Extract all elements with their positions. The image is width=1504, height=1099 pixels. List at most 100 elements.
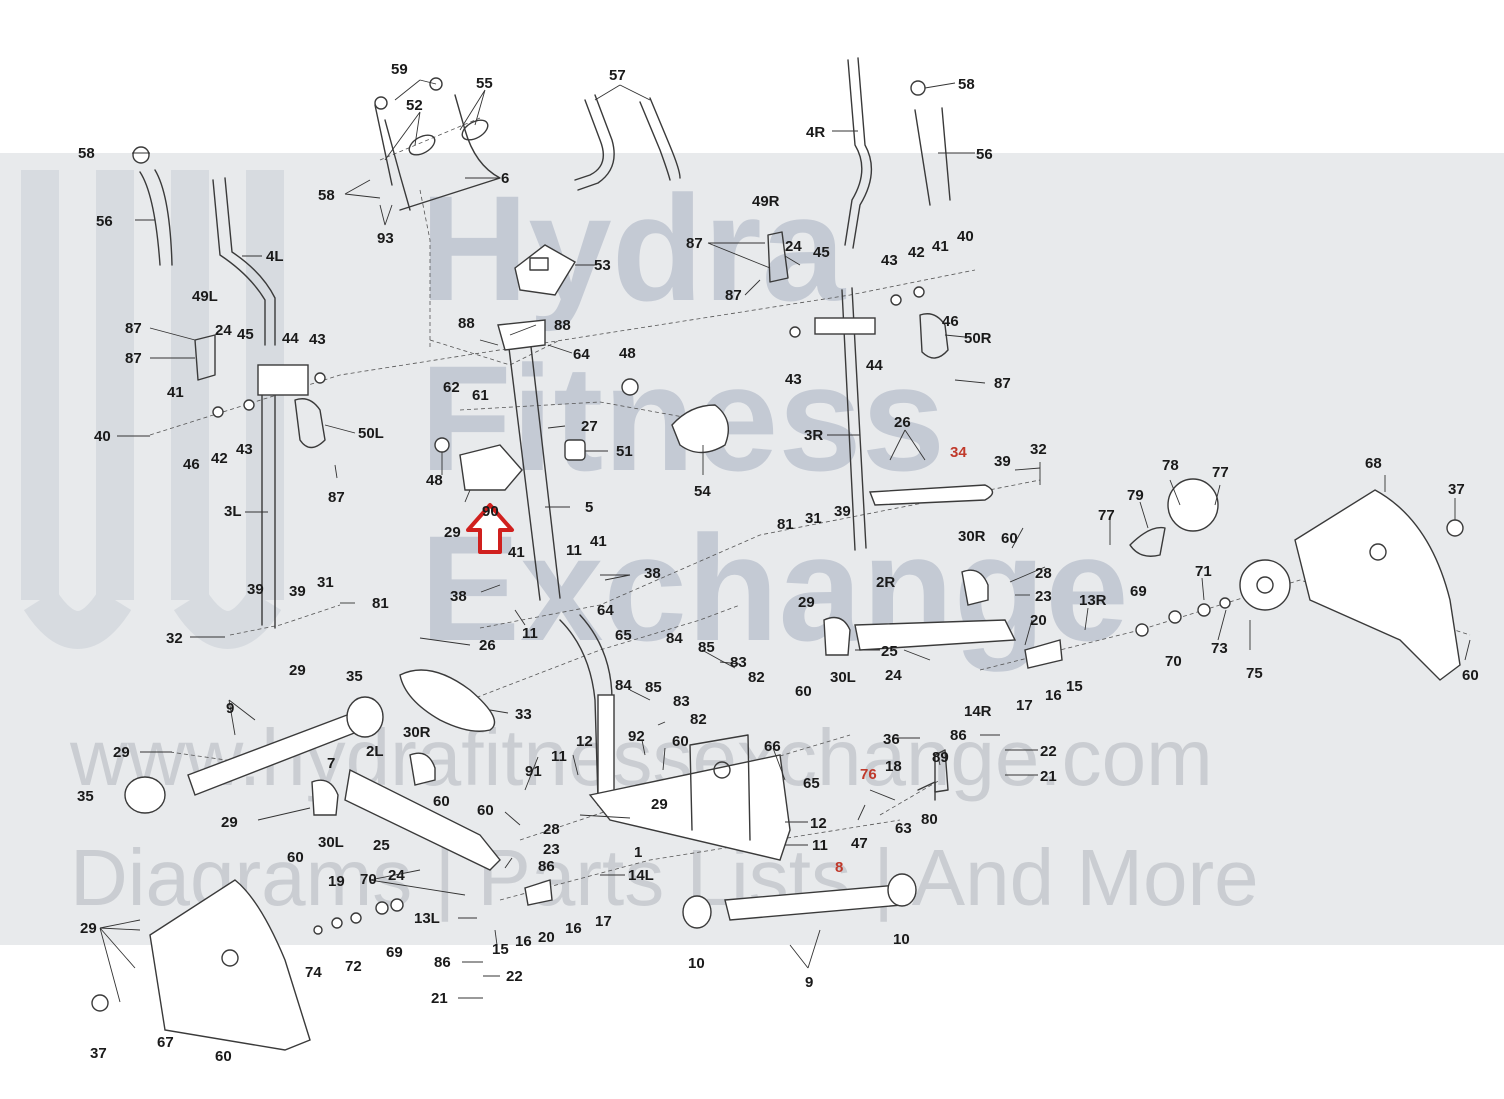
label-58: 58 xyxy=(318,187,335,204)
label-20: 20 xyxy=(1030,612,1047,629)
label-48: 48 xyxy=(426,472,443,489)
label-56: 56 xyxy=(976,146,993,163)
label-70: 70 xyxy=(360,871,377,888)
label-32: 32 xyxy=(1030,441,1047,458)
label-82: 82 xyxy=(748,669,765,686)
label-90: 90 xyxy=(482,503,499,520)
label-59: 59 xyxy=(391,61,408,78)
upper-arm-4L xyxy=(212,179,266,346)
label-3L: 3L xyxy=(224,503,242,520)
label-20: 20 xyxy=(538,929,555,946)
label-22: 22 xyxy=(506,968,523,985)
label-71: 71 xyxy=(1195,563,1212,580)
label-60: 60 xyxy=(215,1048,232,1065)
label-53: 53 xyxy=(594,257,611,274)
label-14L: 14L xyxy=(628,867,654,884)
label-74: 74 xyxy=(305,964,322,981)
label-69: 69 xyxy=(1130,583,1147,600)
watermark-line1: Hydra xyxy=(420,164,847,332)
label-83: 83 xyxy=(730,654,747,671)
label-38: 38 xyxy=(450,588,467,605)
mast-5 xyxy=(507,337,561,601)
label-41: 41 xyxy=(932,238,949,255)
label-15: 15 xyxy=(492,941,509,958)
label-6: 6 xyxy=(501,170,509,187)
label-58: 58 xyxy=(78,145,95,162)
label-88: 88 xyxy=(554,317,571,334)
label-1: 1 xyxy=(634,844,642,861)
label-87: 87 xyxy=(725,287,742,304)
label-30L: 30L xyxy=(830,669,856,686)
label-31: 31 xyxy=(805,510,822,527)
label-10: 10 xyxy=(688,955,705,972)
label-19: 19 xyxy=(328,873,345,890)
label-22: 22 xyxy=(1040,743,1057,760)
label-42: 42 xyxy=(908,244,925,261)
label-34: 34 xyxy=(950,444,967,461)
pedal-arm-2L xyxy=(344,768,501,871)
label-50L: 50L xyxy=(358,425,384,442)
label-93: 93 xyxy=(377,230,394,247)
label-84: 84 xyxy=(666,630,683,647)
label-29: 29 xyxy=(444,524,461,541)
label-14R: 14R xyxy=(964,703,992,720)
label-41: 41 xyxy=(167,384,184,401)
label-3R: 3R xyxy=(804,427,823,444)
label-60: 60 xyxy=(287,849,304,866)
label-11: 11 xyxy=(522,625,538,642)
label-36: 36 xyxy=(883,731,900,748)
label-4L: 4L xyxy=(266,248,284,265)
label-29: 29 xyxy=(221,814,238,831)
label-67: 67 xyxy=(157,1034,174,1051)
label-24: 24 xyxy=(785,238,802,255)
label-7: 7 xyxy=(327,755,335,772)
label-29: 29 xyxy=(80,920,97,937)
label-54: 54 xyxy=(694,483,711,500)
label-58: 58 xyxy=(958,76,975,93)
label-68: 68 xyxy=(1365,455,1382,472)
label-69: 69 xyxy=(386,944,403,961)
label-44: 44 xyxy=(282,330,299,347)
label-5: 5 xyxy=(585,499,593,516)
label-30L: 30L xyxy=(318,834,344,851)
label-85: 85 xyxy=(698,639,715,656)
label-50R: 50R xyxy=(964,330,992,347)
grip-54 xyxy=(671,404,729,454)
label-41: 41 xyxy=(590,533,607,550)
label-24: 24 xyxy=(215,322,232,339)
label-76: 76 xyxy=(860,766,877,783)
label-81: 81 xyxy=(777,516,794,533)
label-87: 87 xyxy=(125,350,142,367)
label-87: 87 xyxy=(686,235,703,252)
label-86: 86 xyxy=(950,727,967,744)
upper-arm-4R xyxy=(844,59,863,246)
label-32: 32 xyxy=(166,630,183,647)
label-25: 25 xyxy=(881,643,898,660)
label-62: 62 xyxy=(443,379,460,396)
label-41: 41 xyxy=(508,544,525,561)
label-60: 60 xyxy=(1462,667,1479,684)
label-43: 43 xyxy=(881,252,898,269)
label-84: 84 xyxy=(615,677,632,694)
label-49R: 49R xyxy=(752,193,780,210)
label-38: 38 xyxy=(644,565,661,582)
label-28: 28 xyxy=(543,821,560,838)
label-35: 35 xyxy=(346,668,363,685)
part-labels: 59 55 52 57 58 58 58 4R 56 56 6 93 4L 49… xyxy=(77,61,1479,1065)
pedal-33 xyxy=(399,669,496,732)
label-29: 29 xyxy=(798,594,815,611)
label-9: 9 xyxy=(226,700,234,717)
label-11: 11 xyxy=(551,748,567,765)
label-40: 40 xyxy=(94,428,111,445)
label-9: 9 xyxy=(805,974,813,991)
label-23: 23 xyxy=(1035,588,1052,605)
label-61: 61 xyxy=(472,387,489,404)
label-52: 52 xyxy=(406,97,423,114)
label-2L: 2L xyxy=(366,743,384,760)
label-86: 86 xyxy=(538,858,555,875)
label-46: 46 xyxy=(942,313,959,330)
label-18: 18 xyxy=(885,758,902,775)
label-40: 40 xyxy=(957,228,974,245)
pedal-arm-2R xyxy=(854,619,1017,651)
label-48: 48 xyxy=(619,345,636,362)
